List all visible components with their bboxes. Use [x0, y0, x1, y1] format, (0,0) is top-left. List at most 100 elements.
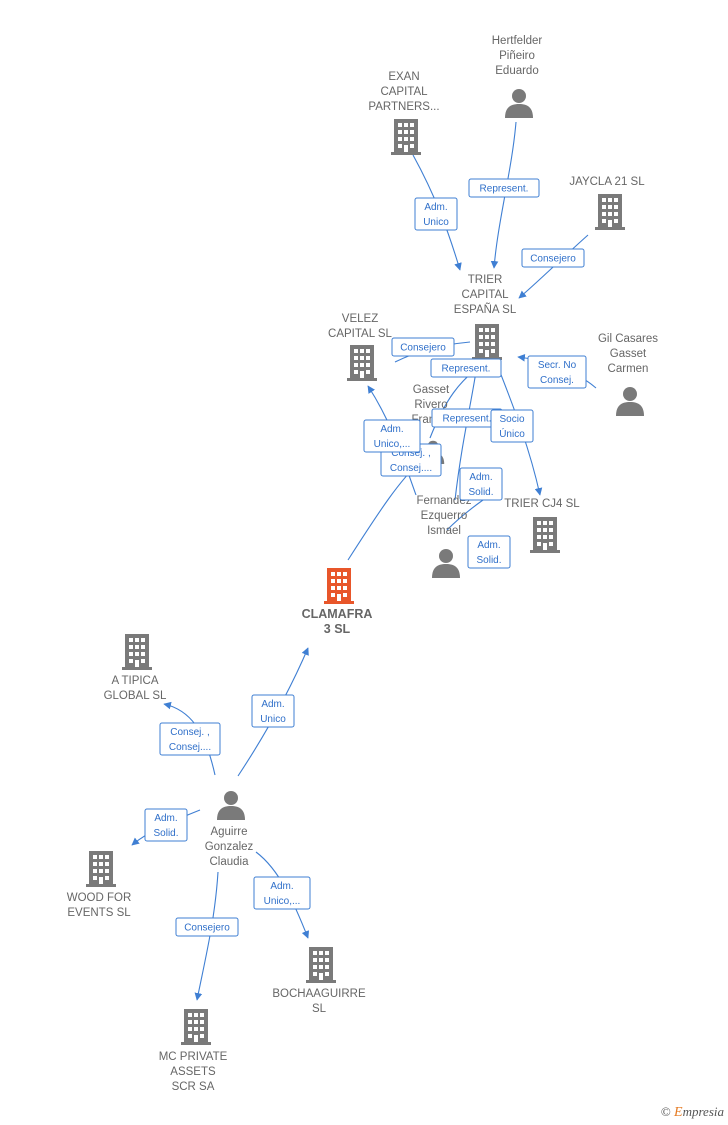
- edge-label-hertfelder-trier_capital[interactable]: Represent.: [468, 178, 540, 198]
- node-label: CAPITAL SL: [328, 328, 393, 340]
- edge-label-text: Adm.: [424, 202, 447, 213]
- edge-label-text: Represent.: [443, 414, 492, 425]
- person-icon: [505, 89, 533, 118]
- edge-line-fernandez-adm: [446, 499, 484, 531]
- edge-label-text: Consejero: [400, 343, 446, 354]
- edge-label-text: Consejero: [530, 254, 576, 265]
- building-icon: [324, 568, 354, 604]
- edge-label-text: Único: [499, 427, 525, 440]
- edge-label-clamafra-velez[interactable]: Adm. Unico,...: [363, 419, 421, 453]
- brand-name: mpresia: [682, 1104, 724, 1119]
- node-label: Piñeiro: [499, 50, 535, 62]
- edge-label-box: [521, 248, 585, 268]
- edge-label-text: Consej. ,: [170, 727, 209, 738]
- edge-label-text: Solid.: [476, 555, 501, 566]
- person-icon: [217, 791, 245, 820]
- edge-label-aguirre-wood[interactable]: Adm.Solid.: [144, 808, 188, 842]
- building-icon: [530, 517, 560, 553]
- edge-label-text: Adm.: [270, 881, 293, 892]
- edge-label-box: [414, 197, 458, 231]
- node-label: ASSETS: [170, 1066, 216, 1078]
- edge-label-text: Secr. No: [538, 360, 577, 371]
- edge-label-box: [144, 808, 188, 842]
- edge-line-jaycla: [518, 234, 589, 299]
- edge-label-text: Adm.: [477, 540, 500, 551]
- edge-label-box: [527, 355, 587, 389]
- node-label: CAPITAL: [380, 86, 428, 98]
- node-label: Gasset: [413, 384, 450, 396]
- building-icon: [347, 345, 377, 381]
- edge-label-text: Unico: [260, 714, 286, 725]
- edge-label-text: Represent.: [442, 364, 491, 375]
- edge-label-text: Consejero: [184, 923, 230, 934]
- building-icon: [122, 634, 152, 670]
- node-label: TRIER CJ4 SL: [504, 498, 580, 510]
- node-label: SL: [312, 1003, 327, 1015]
- node-label: MC PRIVATE: [159, 1051, 228, 1063]
- node-bocha[interactable]: BOCHAAGUIRRE SL: [272, 947, 366, 1015]
- edge-label-fernandez-trier_capital[interactable]: Adm. Solid.: [459, 467, 503, 501]
- edge-label-text: Adm.: [261, 699, 284, 710]
- edge-label-aguirre-mc[interactable]: Consejero: [175, 917, 239, 937]
- edge-label-gasset-trier_capital[interactable]: Represent.: [430, 358, 502, 378]
- building-icon: [472, 324, 502, 360]
- edge-label-box: [363, 419, 421, 453]
- node-label: Ezquerro: [421, 510, 468, 522]
- node-exan[interactable]: EXANCAPITALPARTNERS...: [368, 71, 440, 155]
- person-icon: [432, 549, 460, 578]
- edge-label-aguirre-atipica[interactable]: Consej. ,Consej....: [159, 722, 221, 756]
- edge-label-text: Consej. ,: [391, 448, 430, 459]
- node-label: BOCHAAGUIRRE: [272, 988, 366, 1000]
- node-jaycla[interactable]: JAYCLA 21 SL: [569, 176, 645, 230]
- node-label: Carmen: [608, 363, 649, 375]
- node-label: Rivero: [414, 399, 447, 411]
- edge-label-box: [175, 917, 239, 937]
- edge-label-text: Unico,...: [374, 439, 411, 450]
- node-label: TRIER: [468, 274, 503, 286]
- edge-label-aguirre-clamafra[interactable]: Adm. Unico: [251, 694, 295, 728]
- node-label: Claudia: [210, 856, 250, 868]
- edge-label-box: [468, 178, 540, 198]
- building-icon: [595, 194, 625, 230]
- edge-label-text: Adm.: [380, 424, 403, 435]
- edge-label-text: Unico,...: [264, 896, 301, 907]
- node-label: PARTNERS...: [368, 101, 439, 113]
- edge-label-text: Adm.: [154, 813, 177, 824]
- edge-label-box: [253, 876, 311, 910]
- edge-label-exan-trier_capital[interactable]: Adm. Unico: [414, 197, 458, 231]
- brand-footer: © Empresia: [661, 1104, 724, 1121]
- edge-label-box: [467, 535, 511, 569]
- node-label: Gonzalez: [205, 841, 254, 853]
- building-icon: [181, 1009, 211, 1045]
- edge-label-text: Represent.: [480, 184, 529, 195]
- building-icon: [306, 947, 336, 983]
- edge-label-jaycla-trier_capital[interactable]: Consejero: [521, 248, 585, 268]
- person-icon: [616, 387, 644, 416]
- node-trier_cj4[interactable]: TRIER CJ4 SL: [504, 498, 580, 553]
- edge-label-fernandez-fernandez[interactable]: Adm. Solid.: [467, 535, 511, 569]
- edge-label-text: Solid.: [468, 487, 493, 498]
- node-label: Eduardo: [495, 65, 538, 77]
- edge-label-velez-trier_capital[interactable]: Consejero: [391, 337, 455, 357]
- node-label: GLOBAL SL: [104, 690, 167, 702]
- edge-label-text: Unico: [423, 217, 449, 228]
- edge-label-text: Adm.: [469, 472, 492, 483]
- building-icon: [86, 851, 116, 887]
- edge-label-box: [251, 694, 295, 728]
- edge-label-aguirre-bocha[interactable]: Adm. Unico,...: [253, 876, 311, 910]
- node-label: Aguirre: [210, 826, 247, 838]
- edge-label-box: [430, 358, 502, 378]
